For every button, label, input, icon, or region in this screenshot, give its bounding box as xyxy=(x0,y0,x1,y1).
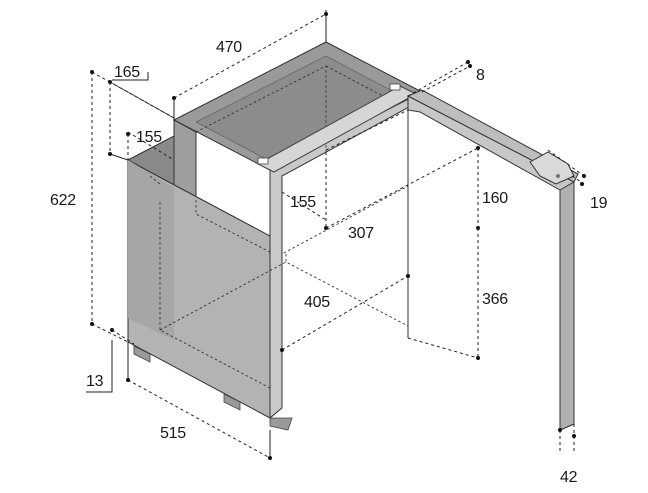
label-interior-width: 405 xyxy=(304,294,330,311)
label-foot-height: 13 xyxy=(86,373,104,390)
door-handle-screw xyxy=(556,174,560,178)
label-door-thickness: 8 xyxy=(476,67,485,84)
door xyxy=(406,89,579,431)
door-edge-strip xyxy=(559,181,575,431)
dim-height-total xyxy=(90,72,129,343)
foot-front-right xyxy=(269,417,293,431)
dim-interior-depth xyxy=(325,146,480,229)
label-depth-total: 515 xyxy=(160,425,186,442)
label-door-width: 42 xyxy=(560,469,578,486)
dim-door-thickness xyxy=(407,60,472,97)
hinge-slot-left xyxy=(257,157,269,165)
foot-rear xyxy=(133,345,151,363)
label-interior-upper: 160 xyxy=(482,190,508,207)
label-interior-lower: 366 xyxy=(482,291,508,308)
label-width-top: 470 xyxy=(216,39,242,56)
label-height-total: 622 xyxy=(50,192,76,209)
door-panel xyxy=(407,95,575,431)
dim-handle-depth xyxy=(547,149,586,186)
label-handle-depth: 19 xyxy=(590,195,608,212)
label-step-height: 155 xyxy=(136,129,162,146)
dim-foot-height xyxy=(86,328,135,393)
label-step-depth: 165 xyxy=(114,64,140,81)
dim-interior-width xyxy=(280,274,410,352)
door-handle xyxy=(529,151,575,185)
label-interior-depth: 307 xyxy=(348,225,374,242)
dim-depth-total xyxy=(126,342,272,460)
foot-front-left xyxy=(223,393,241,411)
dim-interior-lower xyxy=(407,228,480,360)
hinge-slot-right xyxy=(389,83,401,91)
dim-step-height xyxy=(108,131,175,161)
label-interior-offset: 155 xyxy=(290,194,316,211)
cabinet-side-shade xyxy=(128,160,174,340)
dim-step-depth xyxy=(90,70,175,119)
dim-door-width xyxy=(558,424,576,452)
cabinet-body xyxy=(127,41,424,431)
